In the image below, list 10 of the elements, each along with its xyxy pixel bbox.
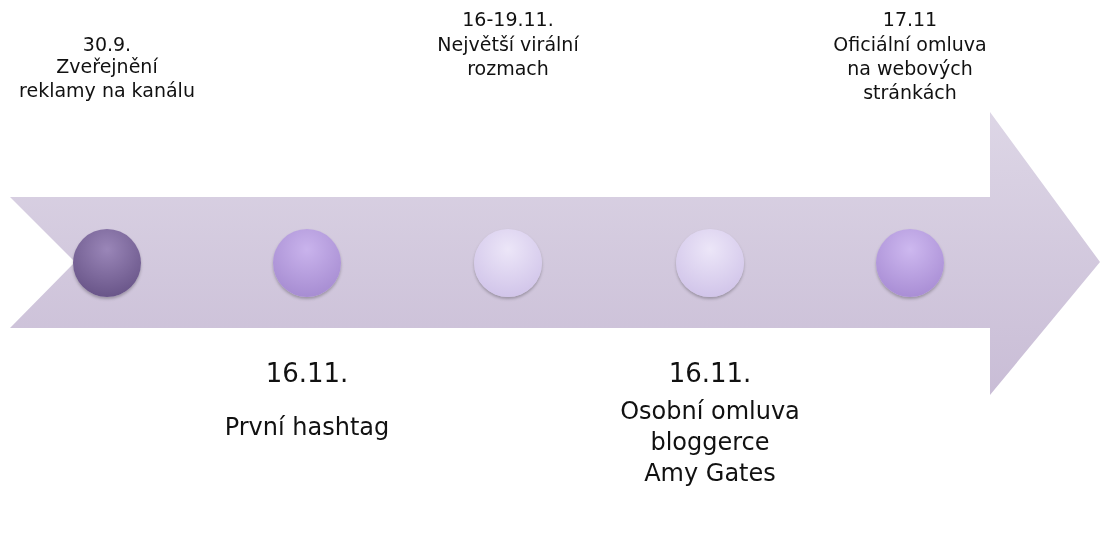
event-description: Osobní omluva bloggerce Amy Gates <box>620 396 800 490</box>
event-date: 17.11 <box>881 8 939 31</box>
event-description: První hashtag <box>223 412 391 443</box>
event-description: Oficiální omluva na webových stránkách <box>832 33 988 105</box>
event-description: Zveřejnění reklamy na kanálu <box>18 55 196 103</box>
event-description: Největší virální rozmach <box>436 33 580 81</box>
event-date: 16.11. <box>264 358 350 390</box>
event-date: 30.9. <box>81 33 133 56</box>
event-date: 16-19.11. <box>461 8 555 31</box>
event-date: 16.11. <box>667 358 753 390</box>
